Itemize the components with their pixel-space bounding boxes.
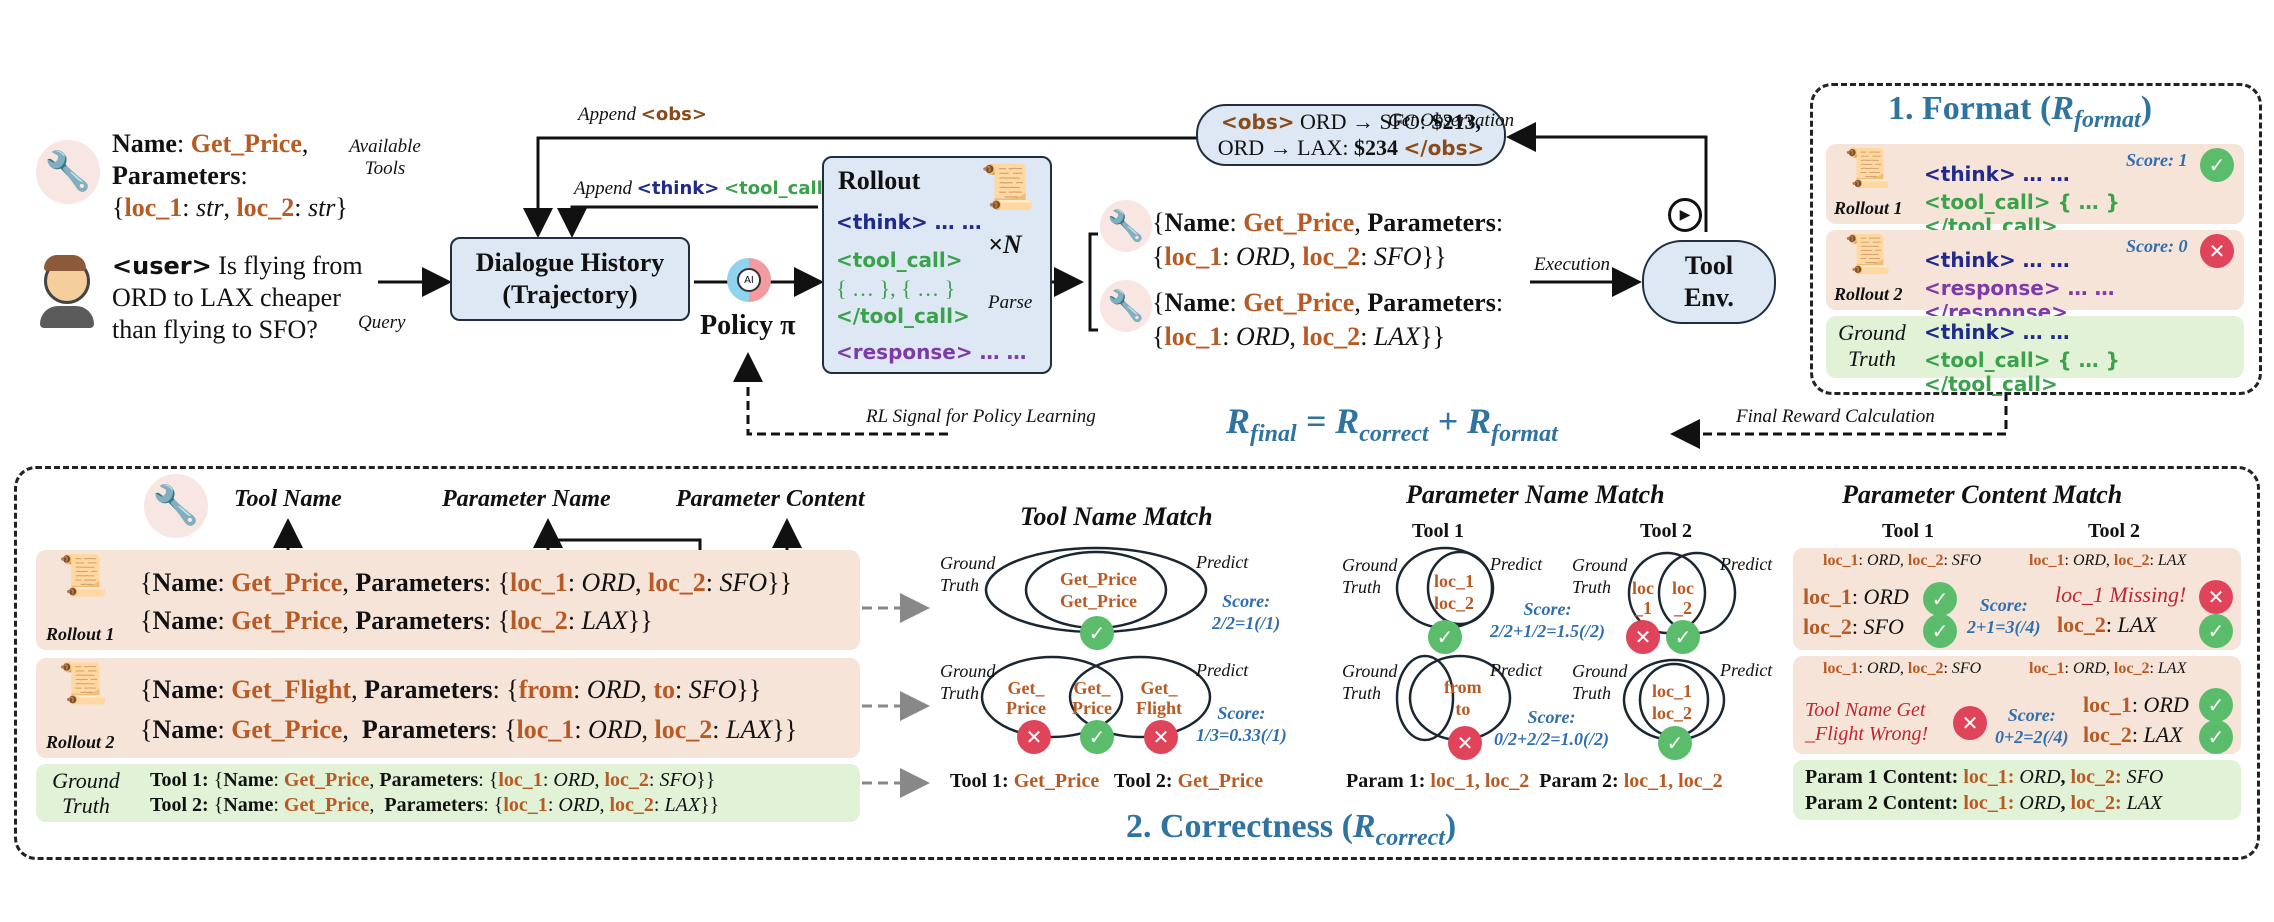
final-reward-line xyxy=(1670,392,2008,449)
wrench-screwdriver-icon: 🔧 xyxy=(36,140,100,204)
format-panel xyxy=(1810,83,2262,395)
append-obs-line xyxy=(523,136,1198,238)
cross-icon: ✕ xyxy=(1144,720,1178,754)
check-icon: ✓ xyxy=(1666,620,1700,654)
header-parameter-name: Parameter Name xyxy=(442,486,611,512)
get-observation-label: Get Observation xyxy=(1388,110,1515,131)
check-icon: ✓ xyxy=(1428,620,1462,654)
rl-signal-label: RL Signal for Policy Learning xyxy=(866,406,1096,427)
parsed-call-1: {Name: Get_Price, Parameters: {loc_1: OR… xyxy=(1152,208,1504,271)
cross-icon: ✕ xyxy=(1448,726,1482,760)
scroll-icon: 📜 xyxy=(58,553,108,598)
check-icon: ✓ xyxy=(2200,148,2234,182)
dialogue-history-node[interactable]: Dialogue History (Trajectory) xyxy=(450,237,690,321)
check-icon: ✓ xyxy=(1080,720,1114,754)
cross-icon: ✕ xyxy=(2199,580,2233,614)
get-observation-line xyxy=(1506,122,1708,232)
parsed-call-2-tool-icon: 🔧 xyxy=(1100,280,1152,332)
format-rollout-1: 📜 Rollout 1 <think> … … <tool_call> { … … xyxy=(1826,144,2244,238)
rl-signal-line xyxy=(733,352,948,436)
user-query: <user> Is flying from ORD to LAX cheaper… xyxy=(112,251,363,344)
scroll-icon: 📜 xyxy=(58,661,108,706)
append-think-line xyxy=(557,205,818,238)
correctness-panel xyxy=(14,466,2260,860)
cross-icon: ✕ xyxy=(1953,706,1987,740)
format-title: 1. Format (Rformat) xyxy=(1888,90,2153,133)
parsed-call-2: {Name: Get_Price, Parameters: {loc_1: OR… xyxy=(1152,288,1504,351)
final-reward-label: Final Reward Calculation xyxy=(1736,406,1935,427)
cross-icon: ✕ xyxy=(2200,234,2234,268)
tool-env-node[interactable]: Tool Env. xyxy=(1642,240,1776,324)
cross-icon: ✕ xyxy=(1626,620,1660,654)
query-caption: Query xyxy=(358,312,406,333)
check-icon: ✓ xyxy=(1658,726,1692,760)
brain-ai-icon: AI xyxy=(727,258,771,302)
scroll-icon: 📜 xyxy=(1844,234,1892,276)
check-icon: ✓ xyxy=(1080,616,1114,650)
param-content-match-row-1: loc_1: ORD, loc_2: SFO loc_1: ORD, loc_2… xyxy=(1793,548,2241,650)
rollout-node[interactable]: Rollout 📜 ×N <think> … … <tool_call> { …… xyxy=(822,156,1052,374)
param-content-match-gt: Param 1 Content: loc_1: ORD, loc_2: SFO … xyxy=(1793,760,2241,820)
tool-name-match-title: Tool Name Match xyxy=(1020,502,1213,531)
parse-bracket xyxy=(1088,232,1098,332)
reward-equation: Rfinal = Rcorrect + Rformat xyxy=(1226,401,1558,448)
correctness-rollout-2: 📜 Rollout 2 {Name: Get_Flight, Parameter… xyxy=(36,658,860,758)
check-icon: ✓ xyxy=(2199,720,2233,754)
check-icon: ✓ xyxy=(2199,688,2233,722)
wrench-screwdriver-icon: 🔧 xyxy=(144,474,208,538)
execution-label: Execution xyxy=(1534,254,1610,275)
correctness-rollout-1: 📜 Rollout 1 {Name: Get_Price, Parameters… xyxy=(36,550,860,650)
param-content-match-title: Parameter Content Match xyxy=(1842,480,2123,509)
param-name-match-title: Parameter Name Match xyxy=(1406,480,1665,509)
param-name-gt-text: Param 1: loc_1, loc_2 Param 2: loc_1, lo… xyxy=(1346,770,1723,792)
check-icon: ✓ xyxy=(2199,614,2233,648)
check-icon: ✓ xyxy=(1923,614,1957,648)
observation-node[interactable]: <obs> ORD → SFO: $213, ORD → LAX: $234 <… xyxy=(1196,104,1506,166)
check-icon: ✓ xyxy=(1923,582,1957,616)
format-rollout-2: 📜 Rollout 2 <think> … … <response> … … <… xyxy=(1826,230,2244,324)
play-icon[interactable]: ▶ xyxy=(1668,198,1702,232)
correctness-title: 2. Correctness (Rcorrect) xyxy=(1126,808,1457,851)
header-parameter-content: Parameter Content xyxy=(676,486,865,512)
scroll-icon: 📜 xyxy=(980,163,1035,212)
param-content-match-row-2: loc_1: ORD, loc_2: SFO loc_1: ORD, loc_2… xyxy=(1793,656,2241,754)
scroll-icon: 📜 xyxy=(1844,148,1892,190)
policy-label: Policy π xyxy=(700,310,796,341)
cross-icon: ✕ xyxy=(1017,720,1051,754)
append-think-label: Append <think> <tool_call> xyxy=(574,178,838,199)
parse-label: Parse xyxy=(988,292,1033,313)
tool-name-gt-text: Tool 1: Get_Price Tool 2: Get_Price xyxy=(950,770,1264,792)
append-obs-label: Append <obs> xyxy=(578,104,707,125)
user-avatar-icon xyxy=(40,255,94,328)
available-tools-caption: Available Tools xyxy=(349,136,421,179)
header-tool-name: Tool Name xyxy=(234,486,342,512)
parsed-call-1-tool-icon: 🔧 xyxy=(1100,200,1152,252)
available-tools: Name: Get_Price, Parameters: {loc_1: str… xyxy=(112,129,348,222)
